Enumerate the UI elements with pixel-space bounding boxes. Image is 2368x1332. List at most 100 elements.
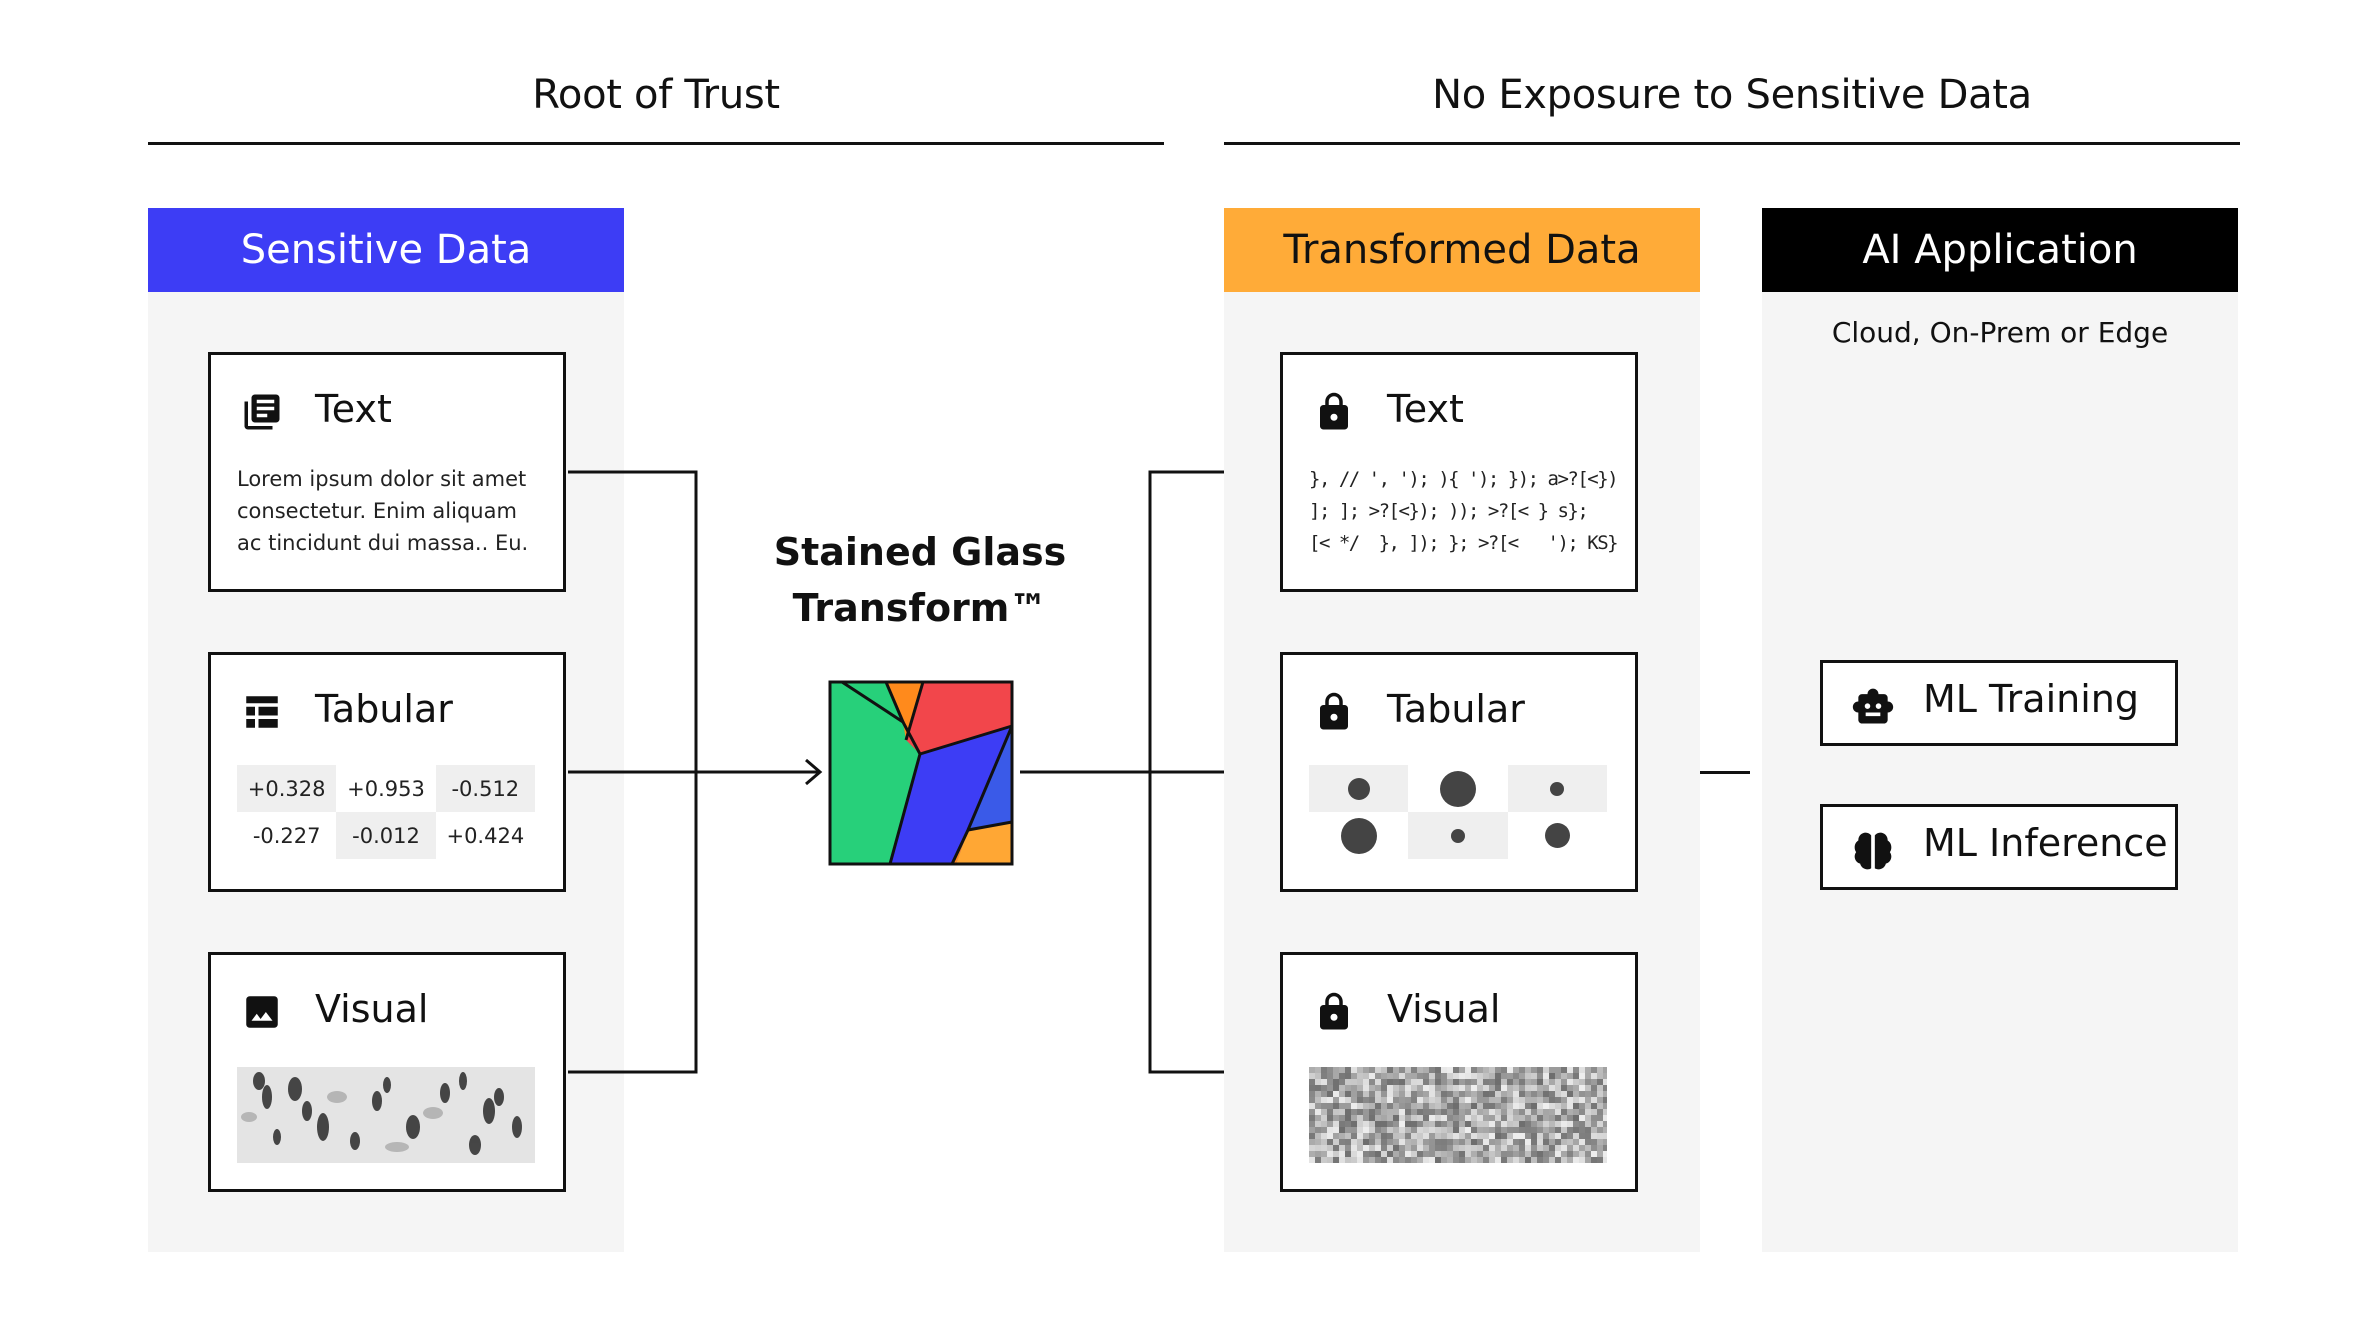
noise-pixel (1525, 1109, 1531, 1115)
noise-pixel (1495, 1139, 1501, 1145)
noise-pixel (1597, 1103, 1603, 1109)
noise-pixel (1543, 1103, 1549, 1109)
noise-pixel (1363, 1091, 1369, 1097)
noise-pixel (1603, 1121, 1607, 1127)
sensitive-text-title: Text (315, 387, 392, 431)
transformed-visual-card[interactable]: Visual (1280, 952, 1638, 1192)
noise-pixel (1369, 1157, 1375, 1163)
noise-pixel (1561, 1133, 1567, 1139)
noise-pixel (1489, 1067, 1495, 1073)
noise-pixel (1339, 1079, 1345, 1085)
noise-pixel (1411, 1091, 1417, 1097)
noise-pixel (1489, 1097, 1495, 1103)
noise-pixel (1447, 1145, 1453, 1151)
noise-pixel (1459, 1073, 1465, 1079)
noise-pixel (1393, 1121, 1399, 1127)
noise-pixel (1537, 1067, 1543, 1073)
noise-pixel (1489, 1139, 1495, 1145)
noise-pixel (1417, 1097, 1423, 1103)
noise-pixel (1519, 1097, 1525, 1103)
noise-pixel (1375, 1151, 1381, 1157)
noise-pixel (1339, 1127, 1345, 1133)
noise-pixel (1579, 1109, 1585, 1115)
noise-pixel (1549, 1079, 1555, 1085)
ml-inference-button[interactable]: ML Inference (1820, 804, 2178, 890)
noise-pixel (1459, 1157, 1465, 1163)
noise-pixel (1585, 1091, 1591, 1097)
noise-pixel (1411, 1109, 1417, 1115)
ml-training-button[interactable]: ML Training (1820, 660, 2178, 746)
noise-pixel (1513, 1103, 1519, 1109)
table-icon (246, 696, 278, 728)
noise-pixel (1387, 1103, 1393, 1109)
noise-pixel (1603, 1079, 1607, 1085)
noise-pixel (1549, 1133, 1555, 1139)
noise-pixel (1525, 1157, 1531, 1163)
sensitive-visual-card[interactable]: Visual (208, 952, 566, 1192)
sensitive-text-card[interactable]: Text Lorem ipsum dolor sit amet consecte… (208, 352, 566, 592)
noise-pixel (1429, 1157, 1435, 1163)
noise-pixel (1591, 1073, 1597, 1079)
noise-pixel (1309, 1151, 1315, 1157)
noise-pixel (1483, 1085, 1489, 1091)
noise-pixel (1339, 1115, 1345, 1121)
noise-pixel (1411, 1097, 1417, 1103)
noise-pixel (1585, 1139, 1591, 1145)
noise-pixel (1537, 1085, 1543, 1091)
noise-pixel (1309, 1133, 1315, 1139)
noise-pixel (1543, 1097, 1549, 1103)
noise-pixel (1441, 1103, 1447, 1109)
noise-pixel (1387, 1127, 1393, 1133)
noise-pixel (1591, 1151, 1597, 1157)
noise-pixel (1321, 1091, 1327, 1097)
noise-pixel (1411, 1157, 1417, 1163)
noise-pixel (1567, 1079, 1573, 1085)
noise-pixel (1429, 1109, 1435, 1115)
noise-pixel (1531, 1145, 1537, 1151)
noise-pixel (1441, 1067, 1447, 1073)
noise-pixel (1411, 1127, 1417, 1133)
noise-pixel (1351, 1103, 1357, 1109)
sensitive-tabular-card[interactable]: Tabular +0.328 +0.953 -0.512 -0.227 -0.0… (208, 652, 566, 892)
noise-pixel (1477, 1139, 1483, 1145)
noise-pixel (1441, 1073, 1447, 1079)
noise-pixel (1357, 1103, 1363, 1109)
noise-pixel (1411, 1145, 1417, 1151)
noise-pixel (1435, 1127, 1441, 1133)
noise-pixel (1387, 1091, 1393, 1097)
noise-pixel (1345, 1157, 1351, 1163)
noise-pixel (1549, 1157, 1555, 1163)
noise-pixel (1525, 1133, 1531, 1139)
noise-pixel (1591, 1139, 1597, 1145)
noise-pixel (1495, 1091, 1501, 1097)
sensitive-visual-title: Visual (315, 987, 429, 1031)
noise-pixel (1525, 1073, 1531, 1079)
noise-pixel (1315, 1139, 1321, 1145)
noise-pixel (1555, 1139, 1561, 1145)
noise-pixel (1591, 1157, 1597, 1163)
noise-pixel (1585, 1097, 1591, 1103)
noise-pixel (1393, 1115, 1399, 1121)
noise-pixel (1501, 1133, 1507, 1139)
noise-pixel (1363, 1103, 1369, 1109)
noise-pixel (1357, 1085, 1363, 1091)
noise-pixel (1369, 1133, 1375, 1139)
transformed-visual-title: Visual (1387, 987, 1501, 1031)
noise-pixel (1531, 1103, 1537, 1109)
noise-pixel (1309, 1145, 1315, 1151)
noise-pixel (1513, 1085, 1519, 1091)
transformed-text-card[interactable]: Text }, // ', '); ){ '); }); a>?[<}); ">… (1280, 352, 1638, 592)
transformed-tabular-card[interactable]: Tabular (1280, 652, 1638, 892)
noise-pixel (1441, 1157, 1447, 1163)
noise-pixel (1507, 1097, 1513, 1103)
noise-pixel (1363, 1157, 1369, 1163)
noise-pixel (1453, 1115, 1459, 1121)
noise-pixel (1597, 1097, 1603, 1103)
noise-pixel (1465, 1079, 1471, 1085)
noise-pixel (1495, 1121, 1501, 1127)
noise-pixel (1453, 1079, 1459, 1085)
noise-pixel (1495, 1109, 1501, 1115)
noise-pixel (1573, 1121, 1579, 1127)
noise-pixel (1429, 1139, 1435, 1145)
noise-pixel (1387, 1145, 1393, 1151)
